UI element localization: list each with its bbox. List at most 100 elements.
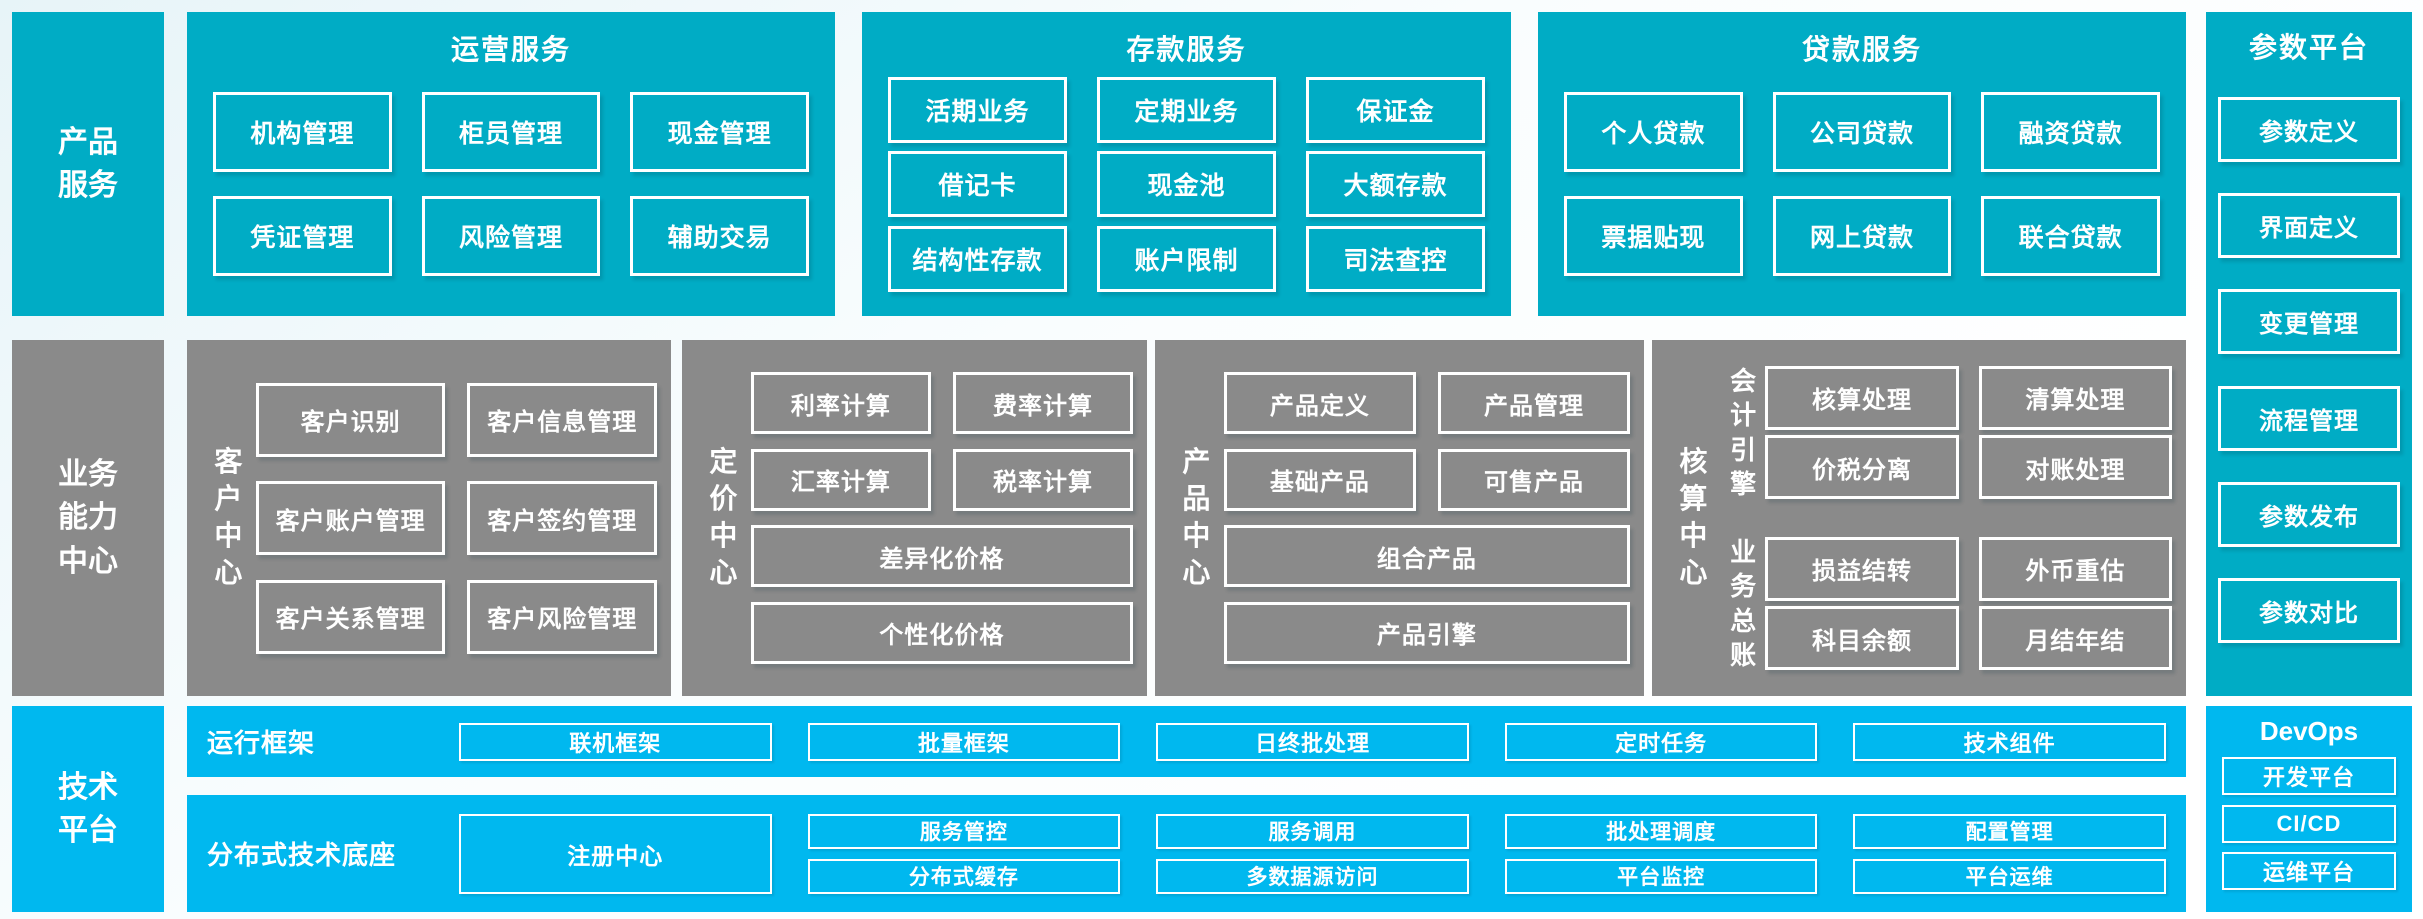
box-row: 客户账户管理 客户签约管理 <box>255 481 658 555</box>
service-box: 联合贷款 <box>1981 196 2161 276</box>
capability-box: 客户信息管理 <box>467 382 658 457</box>
service-box: 辅助交易 <box>630 196 810 276</box>
service-box: 定期业务 <box>1097 76 1276 143</box>
capability-box: 损益结转 <box>1765 536 1959 601</box>
capability-box: 价税分离 <box>1765 435 1959 500</box>
tech-column: 服务调用 多数据源访问 <box>1156 813 1469 894</box>
service-box: 凭证管理 <box>213 196 392 276</box>
service-box: 界面定义 <box>2218 193 2400 259</box>
capability-box: 客户关系管理 <box>255 579 446 654</box>
section-loan-services: 贷款服务 个人贷款 公司贷款 融资贷款 票据贴现 网上贷款 联合贷款 <box>1538 12 2186 316</box>
box-row: 个人贷款 公司贷款 融资贷款 <box>1564 92 2161 172</box>
capability-box: 客户风险管理 <box>467 579 658 654</box>
sidebar-label: 技术平台 <box>58 770 118 848</box>
service-box: 机构管理 <box>213 92 392 172</box>
section-product-center: 产品中心 产品定义 产品管理 基础产品 可售产品 组合产品 产品引擎 <box>1155 340 1644 696</box>
box-row: 机构管理 柜员管理 现金管理 <box>213 92 810 172</box>
service-box: 现金池 <box>1097 151 1276 217</box>
box-row: 凭证管理 风险管理 辅助交易 <box>213 196 810 276</box>
tech-box: CI/CD <box>2222 804 2396 843</box>
section-distributed-base: 分布式技术底座 注册中心 服务管控 分布式缓存 服务调用 多数据源访问 批处理调… <box>187 795 2186 912</box>
tech-column: 服务管控 分布式缓存 <box>807 813 1121 894</box>
box-row: 客户识别 客户信息管理 <box>255 382 658 457</box>
service-box: 流程管理 <box>2218 385 2400 451</box>
section-parameter-platform: 参数平台 参数定义 界面定义 变更管理 流程管理 参数发布 参数对比 <box>2206 12 2412 696</box>
service-box: 网上贷款 <box>1772 196 1952 276</box>
capability-box: 客户识别 <box>255 382 446 457</box>
tech-box: 注册中心 <box>459 813 772 894</box>
service-box: 大额存款 <box>1306 151 1485 217</box>
service-box: 保证金 <box>1306 76 1485 143</box>
box-row: 基础产品 可售产品 <box>1223 448 1631 511</box>
section-deposit-services: 存款服务 活期业务 定期业务 保证金 借记卡 现金池 大额存款 结构性存款 账户… <box>862 12 1511 316</box>
service-box: 结构性存款 <box>888 225 1067 292</box>
box-row: 活期业务 定期业务 保证金 <box>888 76 1485 143</box>
service-box: 参数定义 <box>2218 97 2400 163</box>
tech-column: 批处理调度 平台监控 <box>1504 813 1818 894</box>
box-row: 利率计算 费率计算 <box>750 372 1134 435</box>
section-devops: DevOps 开发平台 CI/CD 运维平台 <box>2206 706 2412 912</box>
capability-box: 产品管理 <box>1437 372 1631 435</box>
section-title: DevOps <box>2259 716 2359 746</box>
box-row: 汇率计算 税率计算 <box>750 448 1134 511</box>
box-row: 产品定义 产品管理 <box>1223 372 1631 435</box>
section-pricing-center: 定价中心 利率计算 费率计算 汇率计算 税率计算 差异化价格 个性化价格 <box>682 340 1147 696</box>
service-box: 柜员管理 <box>421 92 601 172</box>
sidebar-technology-platform: 技术平台 <box>12 706 164 912</box>
tech-box: 定时任务 <box>1504 722 1818 761</box>
capability-box-wide: 个性化价格 <box>750 601 1133 664</box>
tech-box: 配置管理 <box>1853 813 2166 849</box>
capability-box: 税率计算 <box>952 448 1134 511</box>
service-box: 参数发布 <box>2218 481 2400 547</box>
capability-box-wide: 产品引擎 <box>1223 601 1630 664</box>
capability-box: 利率计算 <box>750 372 931 435</box>
section-title: 参数平台 <box>2248 32 2369 63</box>
capability-box: 费率计算 <box>952 372 1134 435</box>
sidebar-business-capability-center: 业务能力中心 <box>12 340 164 696</box>
tech-box: 平台运维 <box>1853 858 2166 894</box>
service-box: 变更管理 <box>2218 289 2400 355</box>
tech-box: 联机框架 <box>459 722 772 761</box>
capability-box: 客户签约管理 <box>467 481 658 555</box>
capability-box: 外币重估 <box>1978 536 2173 601</box>
service-box: 融资贷款 <box>1981 92 2161 172</box>
section-accounting-center: 核算中心 会计引擎 核算处理 清算处理 价税分离 对账处理 业务总账 <box>1652 340 2186 696</box>
service-box: 票据贴现 <box>1564 196 1743 276</box>
vertical-label: 客户中心 <box>214 446 243 588</box>
service-box: 活期业务 <box>888 76 1067 143</box>
service-box: 账户限制 <box>1097 225 1276 292</box>
tech-box: 平台监控 <box>1504 858 1818 894</box>
tech-box: 分布式缓存 <box>807 858 1121 894</box>
capability-box: 对账处理 <box>1978 435 2173 500</box>
capability-box: 产品定义 <box>1223 372 1416 435</box>
service-box: 参数对比 <box>2218 577 2400 643</box>
tech-box: 开发平台 <box>2222 756 2396 795</box>
capability-box: 可售产品 <box>1437 448 1631 511</box>
capability-box: 清算处理 <box>1978 365 2173 430</box>
box-row: 核算处理 清算处理 <box>1765 365 2173 430</box>
box-row: 价税分离 对账处理 <box>1765 435 2173 500</box>
tech-column: 配置管理 平台运维 <box>1853 813 2166 894</box>
tech-box: 多数据源访问 <box>1156 858 1469 894</box>
vertical-sublabel: 会计引擎 <box>1730 365 1757 499</box>
tech-box: 服务调用 <box>1156 813 1469 849</box>
capability-box: 汇率计算 <box>750 448 931 511</box>
vertical-sublabel: 业务总账 <box>1730 536 1757 670</box>
service-box: 风险管理 <box>421 196 601 276</box>
section-operations-services: 运营服务 机构管理 柜员管理 现金管理 凭证管理 风险管理 辅助交易 <box>187 12 835 316</box>
sidebar-product-services: 产品服务 <box>12 12 164 316</box>
sidebar-label: 产品服务 <box>58 125 118 203</box>
tech-box: 日终批处理 <box>1156 722 1469 761</box>
box-row: 客户关系管理 客户风险管理 <box>255 579 658 654</box>
box-row: 票据贴现 网上贷款 联合贷款 <box>1564 196 2161 276</box>
business-ledger-group: 业务总账 损益结转 外币重估 科目余额 月结年结 <box>1721 531 2173 676</box>
service-box: 现金管理 <box>630 92 810 172</box>
section-title: 存款服务 <box>1126 34 1247 65</box>
tech-box: 运维平台 <box>2222 852 2396 891</box>
section-title: 贷款服务 <box>1801 34 1922 65</box>
section-customer-center: 客户中心 客户识别 客户信息管理 客户账户管理 客户签约管理 客户关系管理 客户… <box>187 340 671 696</box>
vertical-label: 定价中心 <box>709 446 738 588</box>
tech-box: 技术组件 <box>1853 722 2166 761</box>
tech-box: 批处理调度 <box>1504 813 1818 849</box>
section-runtime-framework: 运行框架 联机框架 批量框架 日终批处理 定时任务 技术组件 <box>187 706 2186 777</box>
